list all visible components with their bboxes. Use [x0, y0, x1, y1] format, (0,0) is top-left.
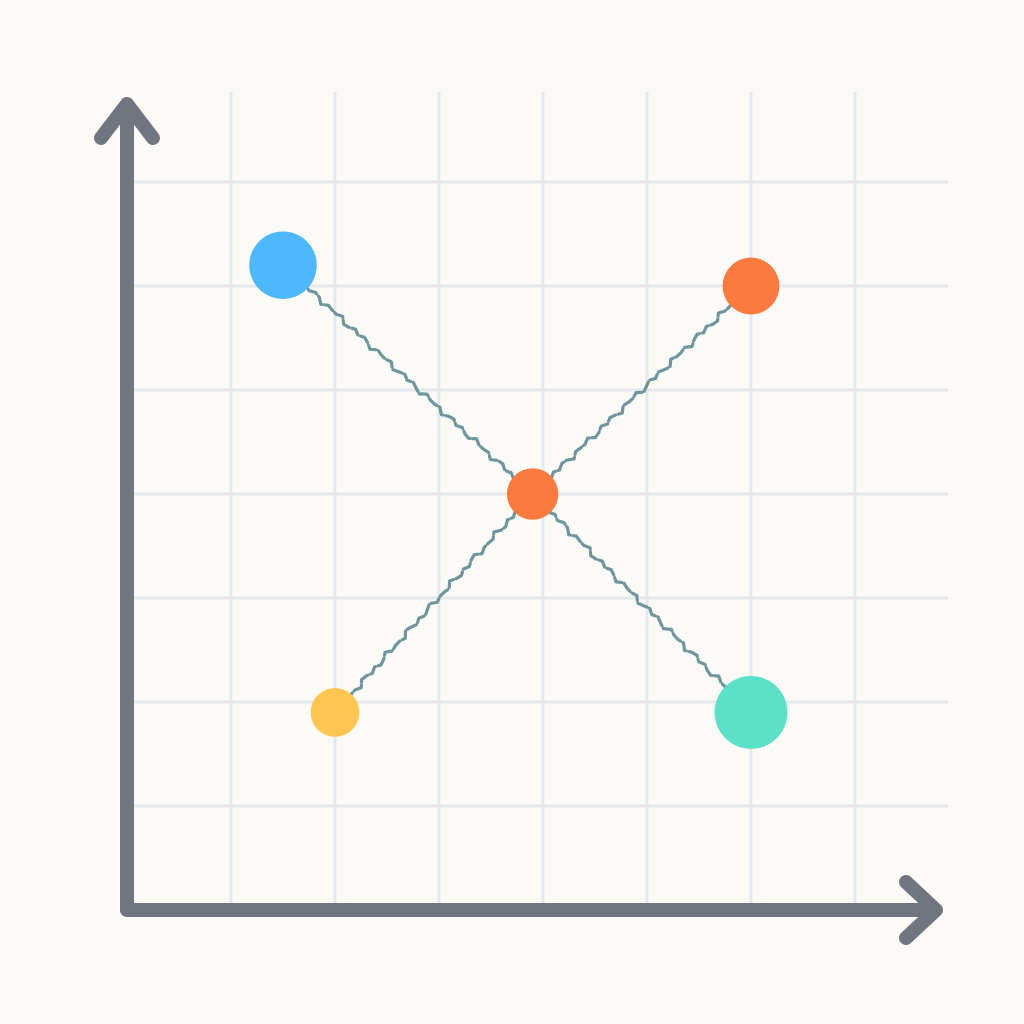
connection-line: [281, 263, 534, 496]
x-axis-arrow-icon: [899, 875, 943, 945]
data-point-orange-center: [506, 468, 559, 520]
data-point-orange-top: [722, 257, 780, 315]
data-point-teal: [714, 675, 788, 749]
y-axis-arrow-icon: [94, 97, 160, 145]
data-point-yellow: [310, 688, 360, 737]
connection-line: [531, 492, 754, 714]
connection-line: [531, 285, 754, 496]
data-point-blue: [249, 231, 317, 299]
connection-line: [334, 492, 535, 716]
